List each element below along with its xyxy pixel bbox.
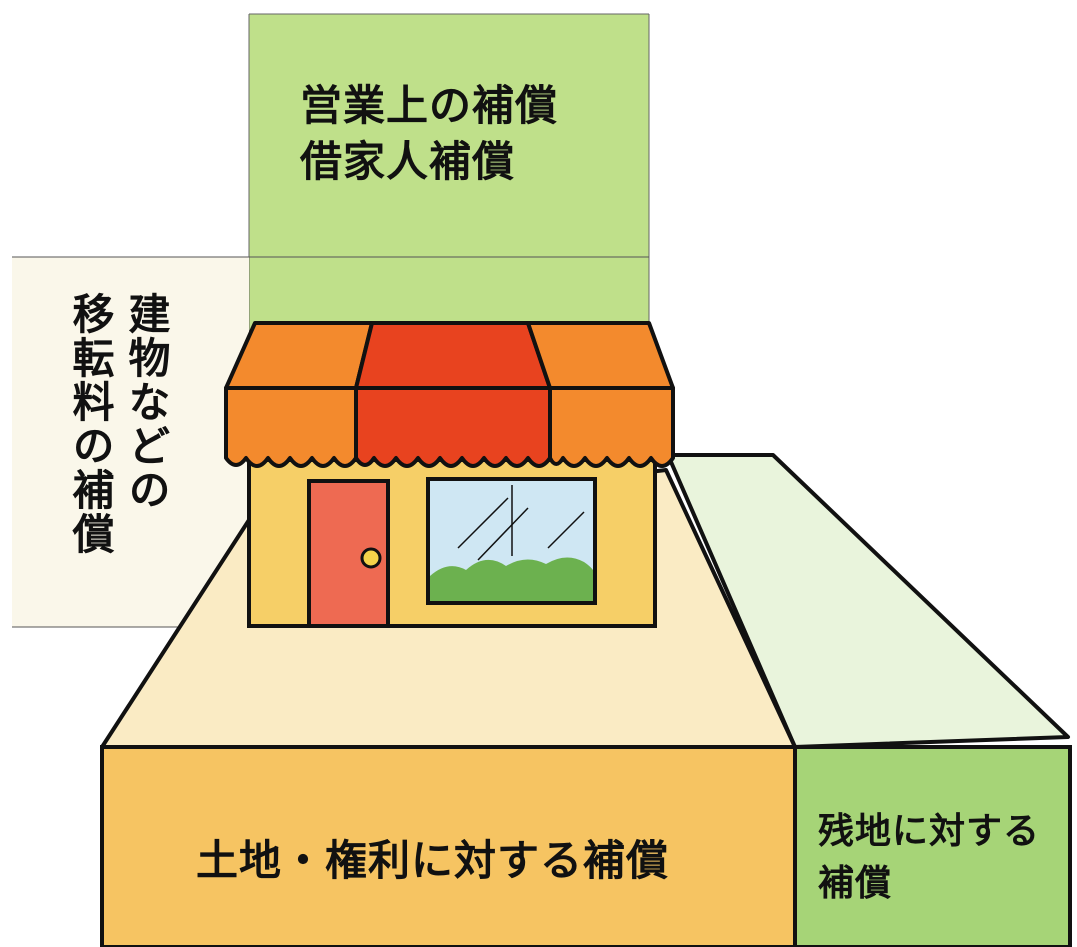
awning-valance-left bbox=[224, 386, 358, 468]
window-icon bbox=[426, 477, 597, 605]
awning-icon bbox=[224, 321, 675, 468]
window-frame bbox=[426, 477, 597, 605]
awning-roof-right bbox=[526, 321, 675, 390]
window-glare-2 bbox=[477, 507, 529, 561]
awning-valance-right bbox=[548, 386, 675, 468]
business-compensation-label: 営業上の補償 借家人補償 bbox=[300, 78, 558, 190]
business-compensation-line-1: 営業上の補償 bbox=[300, 81, 559, 130]
business-compensation-line-2: 借家人補償 bbox=[300, 137, 516, 186]
building-relocation-label: 建物などの 移転料の補償 bbox=[62, 292, 174, 556]
remnant-land-line-1: 残地に対する bbox=[818, 811, 1041, 852]
window-bushes bbox=[430, 557, 593, 601]
building-relocation-area bbox=[12, 257, 249, 627]
window-glare-4 bbox=[547, 511, 585, 549]
awning-roof-center bbox=[354, 321, 552, 390]
window-glare-1 bbox=[457, 497, 509, 549]
building-relocation-line-2: 移転料の補償 bbox=[66, 292, 115, 556]
building-relocation-line-1: 建物などの bbox=[122, 292, 171, 512]
awning-valance-center bbox=[354, 386, 552, 468]
remnant-land-line-2: 補償 bbox=[818, 863, 893, 904]
land-rights-block bbox=[100, 745, 797, 947]
remnant-land-block bbox=[793, 745, 1072, 947]
remnant-land-ground bbox=[666, 453, 1070, 749]
remnant-land-compensation-label: 残地に対する 補償 bbox=[818, 806, 1040, 910]
shop-icon bbox=[224, 321, 675, 628]
business-compensation-area bbox=[249, 14, 649, 354]
door-icon bbox=[307, 479, 390, 628]
land-rights-compensation-label: 土地・権利に対する補償 bbox=[196, 836, 670, 885]
door-knob bbox=[360, 547, 382, 569]
